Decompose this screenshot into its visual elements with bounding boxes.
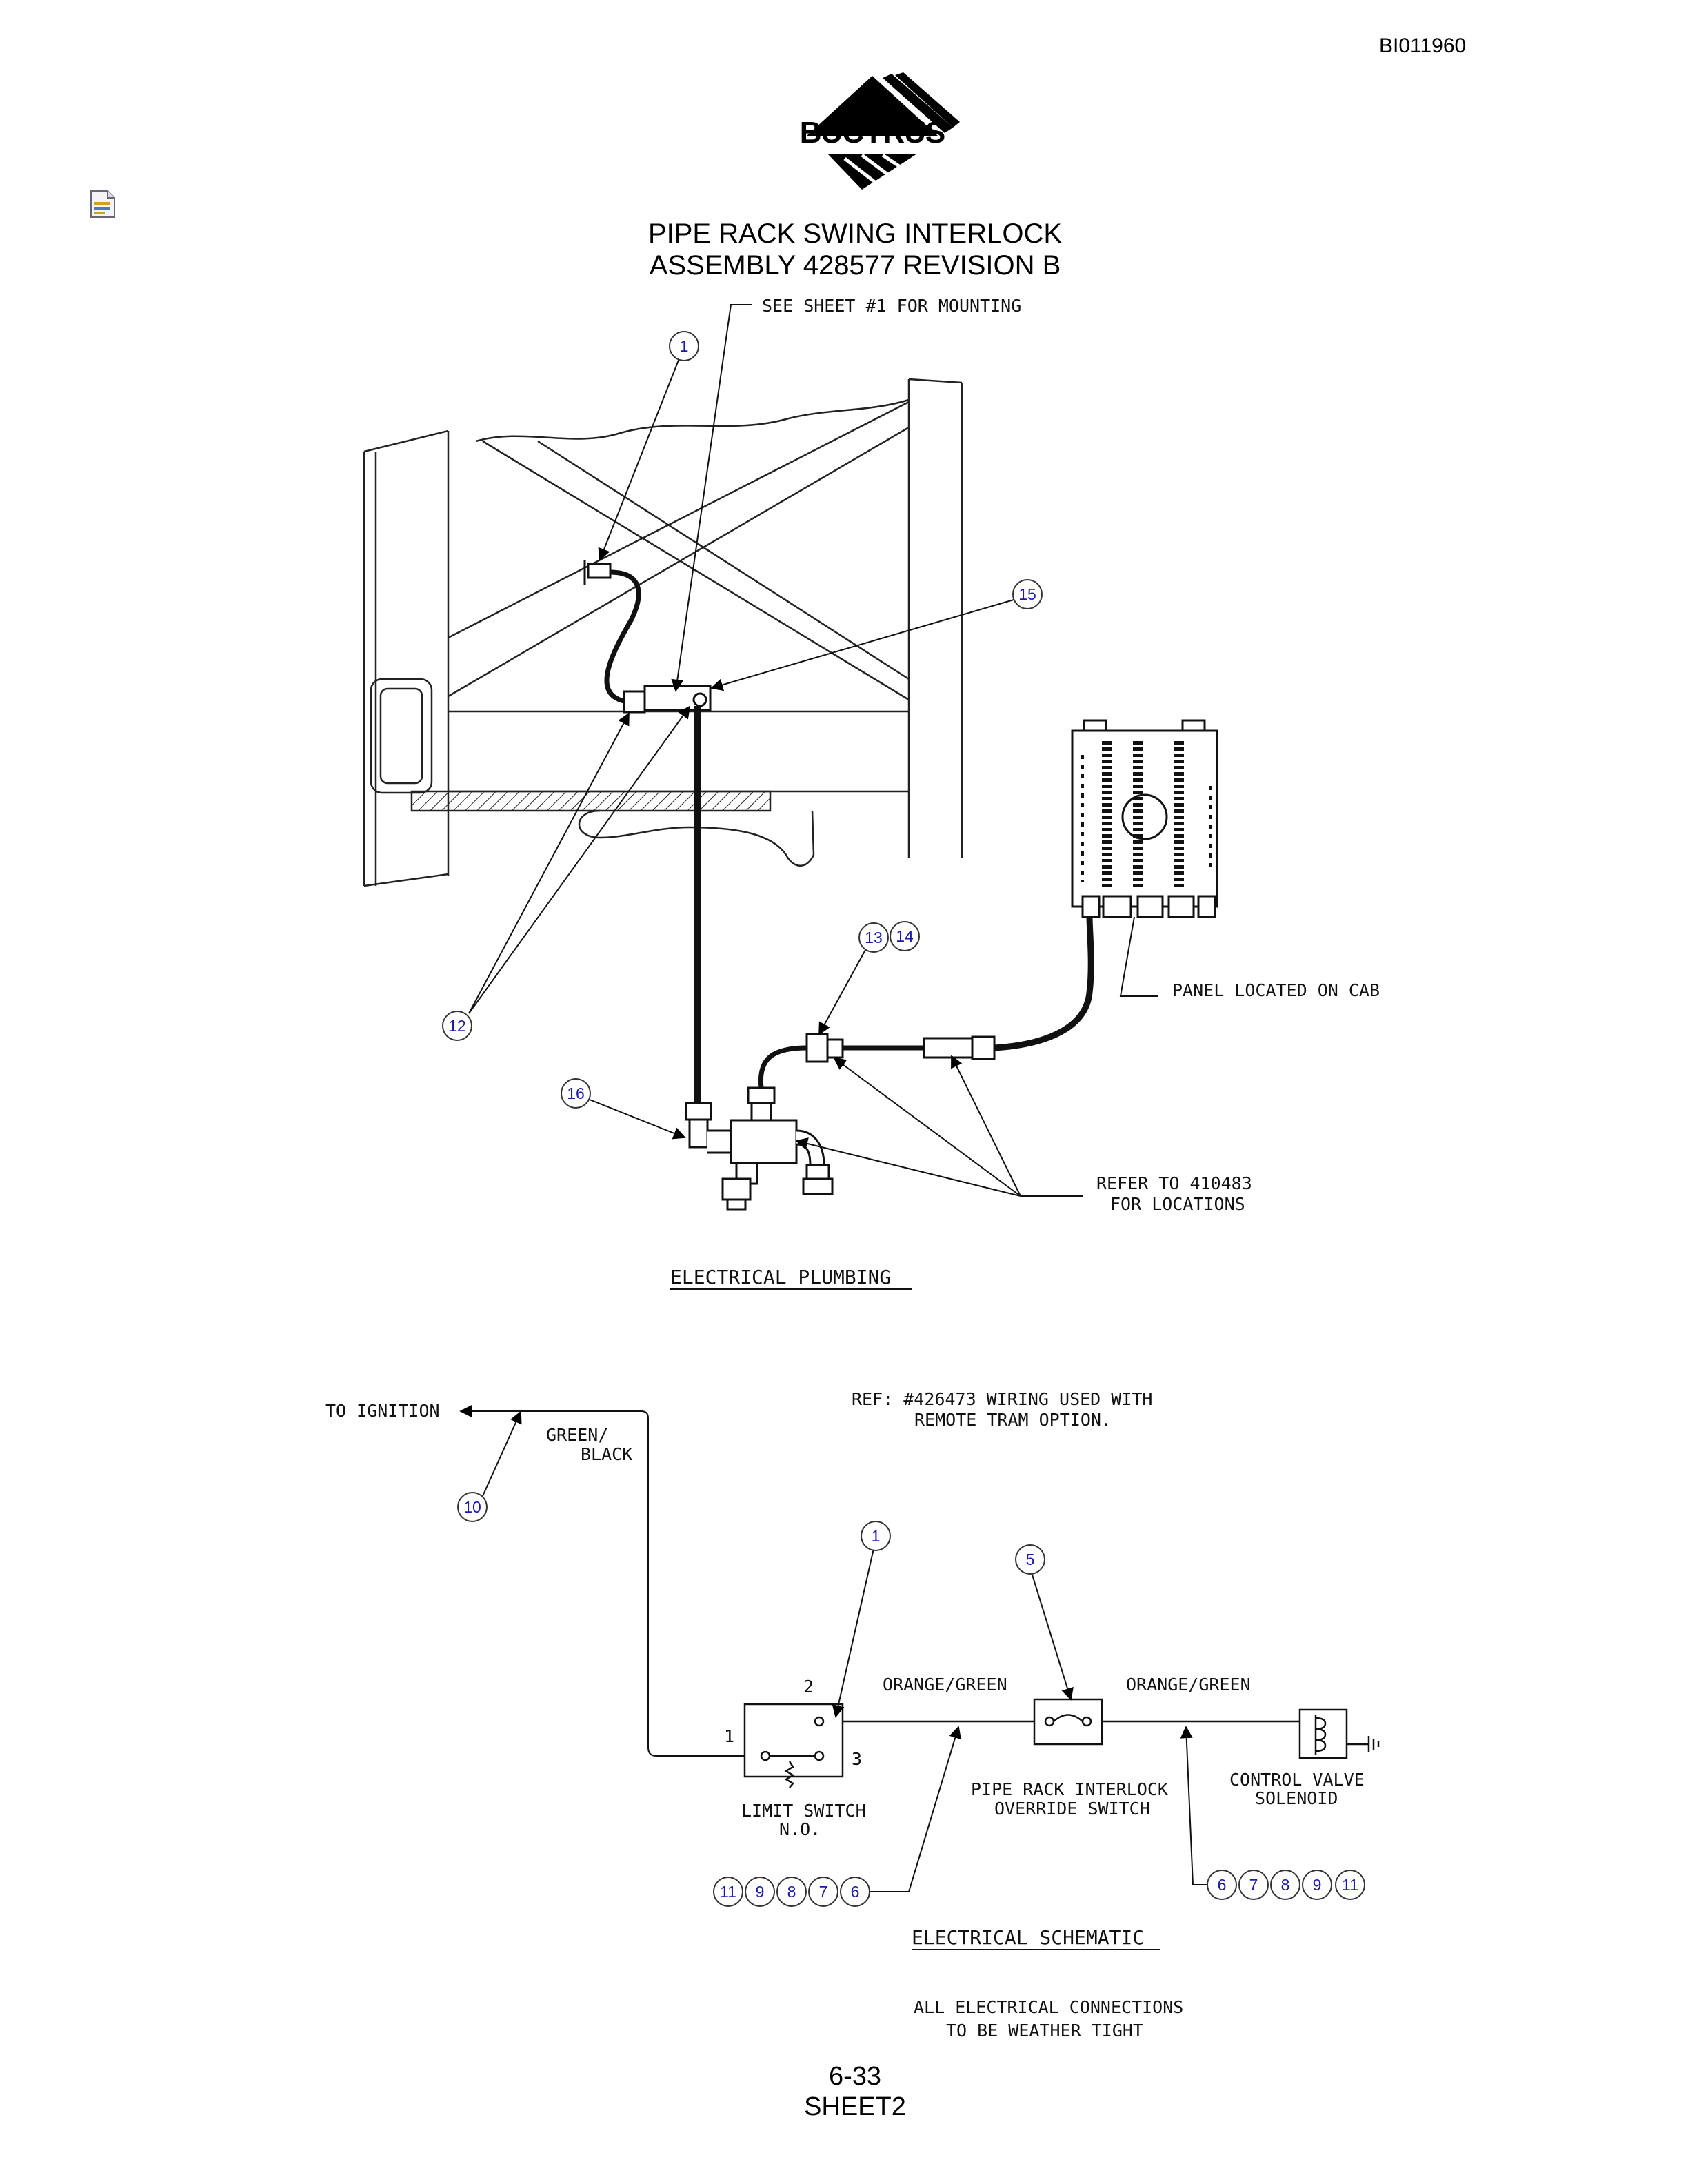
svg-text:11: 11	[720, 1883, 736, 1901]
title-line-2: ASSEMBLY 428577 REVISION B	[649, 250, 1061, 281]
svg-text:15: 15	[1018, 585, 1036, 603]
sheet-number: SHEET2	[804, 2092, 906, 2121]
section-title-schematic: ELECTRICAL SCHEMATIC	[912, 1926, 1144, 1949]
note-see-sheet-mounting: SEE SHEET #1 FOR MOUNTING	[762, 296, 1021, 316]
svg-text:7: 7	[1249, 1876, 1258, 1894]
callout-14: 14	[890, 921, 920, 951]
svg-text:14: 14	[896, 927, 914, 945]
note-refer-line-1: REFER TO 410483	[1096, 1173, 1252, 1193]
svg-text:1: 1	[680, 337, 689, 355]
svg-text:11: 11	[1342, 1876, 1358, 1894]
svg-text:13: 13	[865, 929, 883, 947]
note-weather-tight-1: ALL ELECTRICAL CONNECTIONS	[914, 1997, 1183, 2017]
page-number: 6-33	[828, 2062, 882, 2091]
document-icon[interactable]	[90, 190, 116, 219]
override-switch-symbol	[1033, 1698, 1300, 1746]
callout-12: 12	[442, 1011, 472, 1041]
callout-10: 10	[457, 1492, 488, 1522]
label-override-2: OVERRIDE SWITCH	[994, 1799, 1150, 1819]
control-panel	[1071, 719, 1218, 918]
logo-text: BUCYRUS	[799, 116, 946, 150]
callout-group-left: 11 9 8 7 6	[713, 1877, 870, 1907]
limit-pin-3: 3	[852, 1749, 862, 1769]
label-limit-switch-no: N.O.	[779, 1819, 821, 1839]
label-solenoid-2: SOLENOID	[1255, 1788, 1338, 1808]
page-title: PIPE RACK SWING INTERLOCK ASSEMBLY 42857…	[510, 218, 1200, 281]
svg-text:5: 5	[1026, 1550, 1035, 1568]
limit-switch-symbol	[743, 1703, 1034, 1788]
tee-fitting	[685, 1086, 834, 1211]
label-limit-switch: LIMIT SWITCH	[741, 1801, 866, 1821]
svg-text:16: 16	[567, 1084, 585, 1102]
svg-text:8: 8	[787, 1883, 796, 1901]
callout-13: 13	[858, 922, 889, 953]
svg-text:9: 9	[756, 1883, 765, 1901]
switch-and-conduit	[583, 560, 712, 1106]
title-line-1: PIPE RACK SWING INTERLOCK	[647, 219, 1063, 249]
label-green-black-2: BLACK	[581, 1444, 632, 1464]
svg-text:1: 1	[872, 1527, 881, 1545]
callout-15: 15	[1012, 579, 1043, 609]
plumbing-leaders	[468, 304, 1158, 1197]
ref-note-line-1: REF: #426473 WIRING USED WITH	[852, 1389, 1153, 1409]
ignition-wire	[459, 1405, 745, 1757]
limit-pin-1: 1	[724, 1726, 734, 1746]
ref-note-line-2: REMOTE TRAM OPTION.	[914, 1410, 1112, 1430]
schematic-leaders	[832, 1545, 1207, 1892]
bucyrus-logo	[807, 72, 960, 190]
document-id: BI011960	[1379, 34, 1467, 57]
note-weather-tight-2: TO BE WEATHER TIGHT	[946, 2021, 1143, 2041]
section-title-plumbing: ELECTRICAL PLUMBING	[670, 1266, 891, 1288]
wire-label-right: ORANGE/GREEN	[1126, 1675, 1251, 1695]
note-panel-located: PANEL LOCATED ON CAB	[1172, 980, 1380, 1000]
callout-5: 5	[1015, 1544, 1045, 1575]
callout-group-right: 6 7 8 9 11	[1207, 1870, 1365, 1900]
label-override-1: PIPE RACK INTERLOCK	[971, 1779, 1168, 1799]
limit-pin-2: 2	[803, 1677, 814, 1697]
label-to-ignition: TO IGNITION	[325, 1401, 440, 1421]
label-solenoid-1: CONTROL VALVE	[1229, 1770, 1365, 1790]
wire-label-left: ORANGE/GREEN	[883, 1675, 1007, 1695]
svg-text:7: 7	[819, 1883, 828, 1901]
callout-1-schematic: 1	[861, 1521, 891, 1551]
svg-text:6: 6	[851, 1883, 860, 1901]
cable-to-panel	[758, 916, 1094, 1089]
svg-text:9: 9	[1313, 1876, 1322, 1894]
page-footer: 6-33 SHEET2	[717, 2061, 993, 2122]
svg-text:12: 12	[448, 1017, 466, 1035]
note-refer-line-2: FOR LOCATIONS	[1110, 1194, 1245, 1214]
solenoid-symbol	[1298, 1708, 1380, 1759]
callout-16: 16	[561, 1078, 591, 1109]
label-green-black-1: GREEN/	[546, 1425, 608, 1445]
rack-structure	[363, 378, 963, 887]
svg-text:6: 6	[1218, 1876, 1227, 1894]
callout-1-plumbing: 1	[669, 331, 699, 361]
svg-text:10: 10	[463, 1498, 481, 1516]
svg-text:8: 8	[1281, 1876, 1290, 1894]
